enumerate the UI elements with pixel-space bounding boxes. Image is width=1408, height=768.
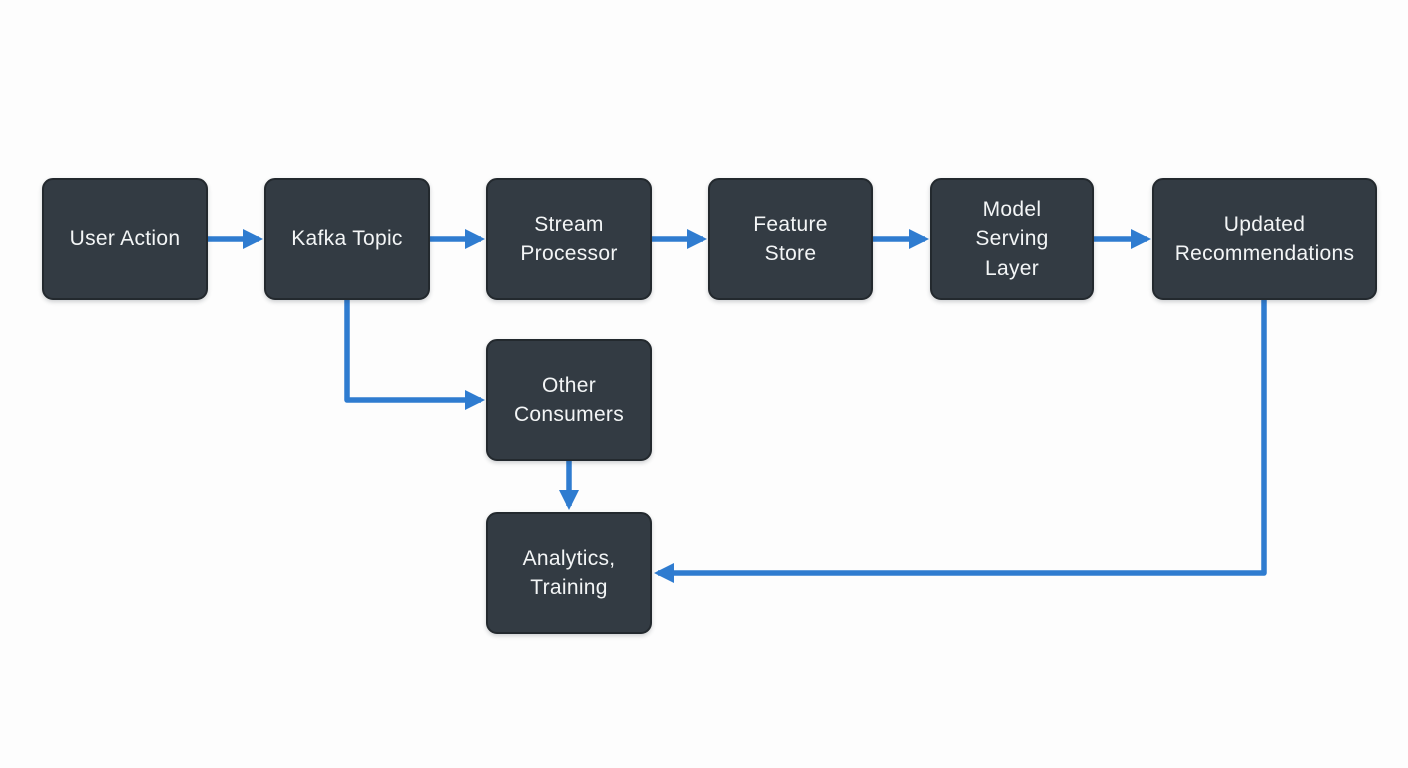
node-other-consumers: Other Consumers <box>486 339 652 461</box>
node-label: Analytics, Training <box>522 546 616 599</box>
node-stream-processor: Stream Processor <box>486 178 652 300</box>
node-user-action: User Action <box>42 178 208 300</box>
node-label: Updated Recommendations <box>1174 212 1355 265</box>
edge-updated-recommendations-to-analytics-training <box>654 300 1267 583</box>
node-analytics-training: Analytics, Training <box>486 512 652 634</box>
edge-kafka-topic-to-other-consumers <box>344 300 485 410</box>
node-label: Model Serving Layer <box>975 197 1049 280</box>
node-label: User Action <box>69 227 181 251</box>
node-updated-recommendations: Updated Recommendations <box>1152 178 1377 300</box>
node-model-serving-layer: Model Serving Layer <box>930 178 1094 300</box>
node-label: Feature Store <box>753 212 828 265</box>
node-label: Kafka Topic <box>291 227 403 251</box>
node-label: Stream Processor <box>520 212 618 265</box>
node-feature-store: Feature Store <box>708 178 873 300</box>
node-label: Other Consumers <box>513 373 625 426</box>
node-kafka-topic: Kafka Topic <box>264 178 430 300</box>
